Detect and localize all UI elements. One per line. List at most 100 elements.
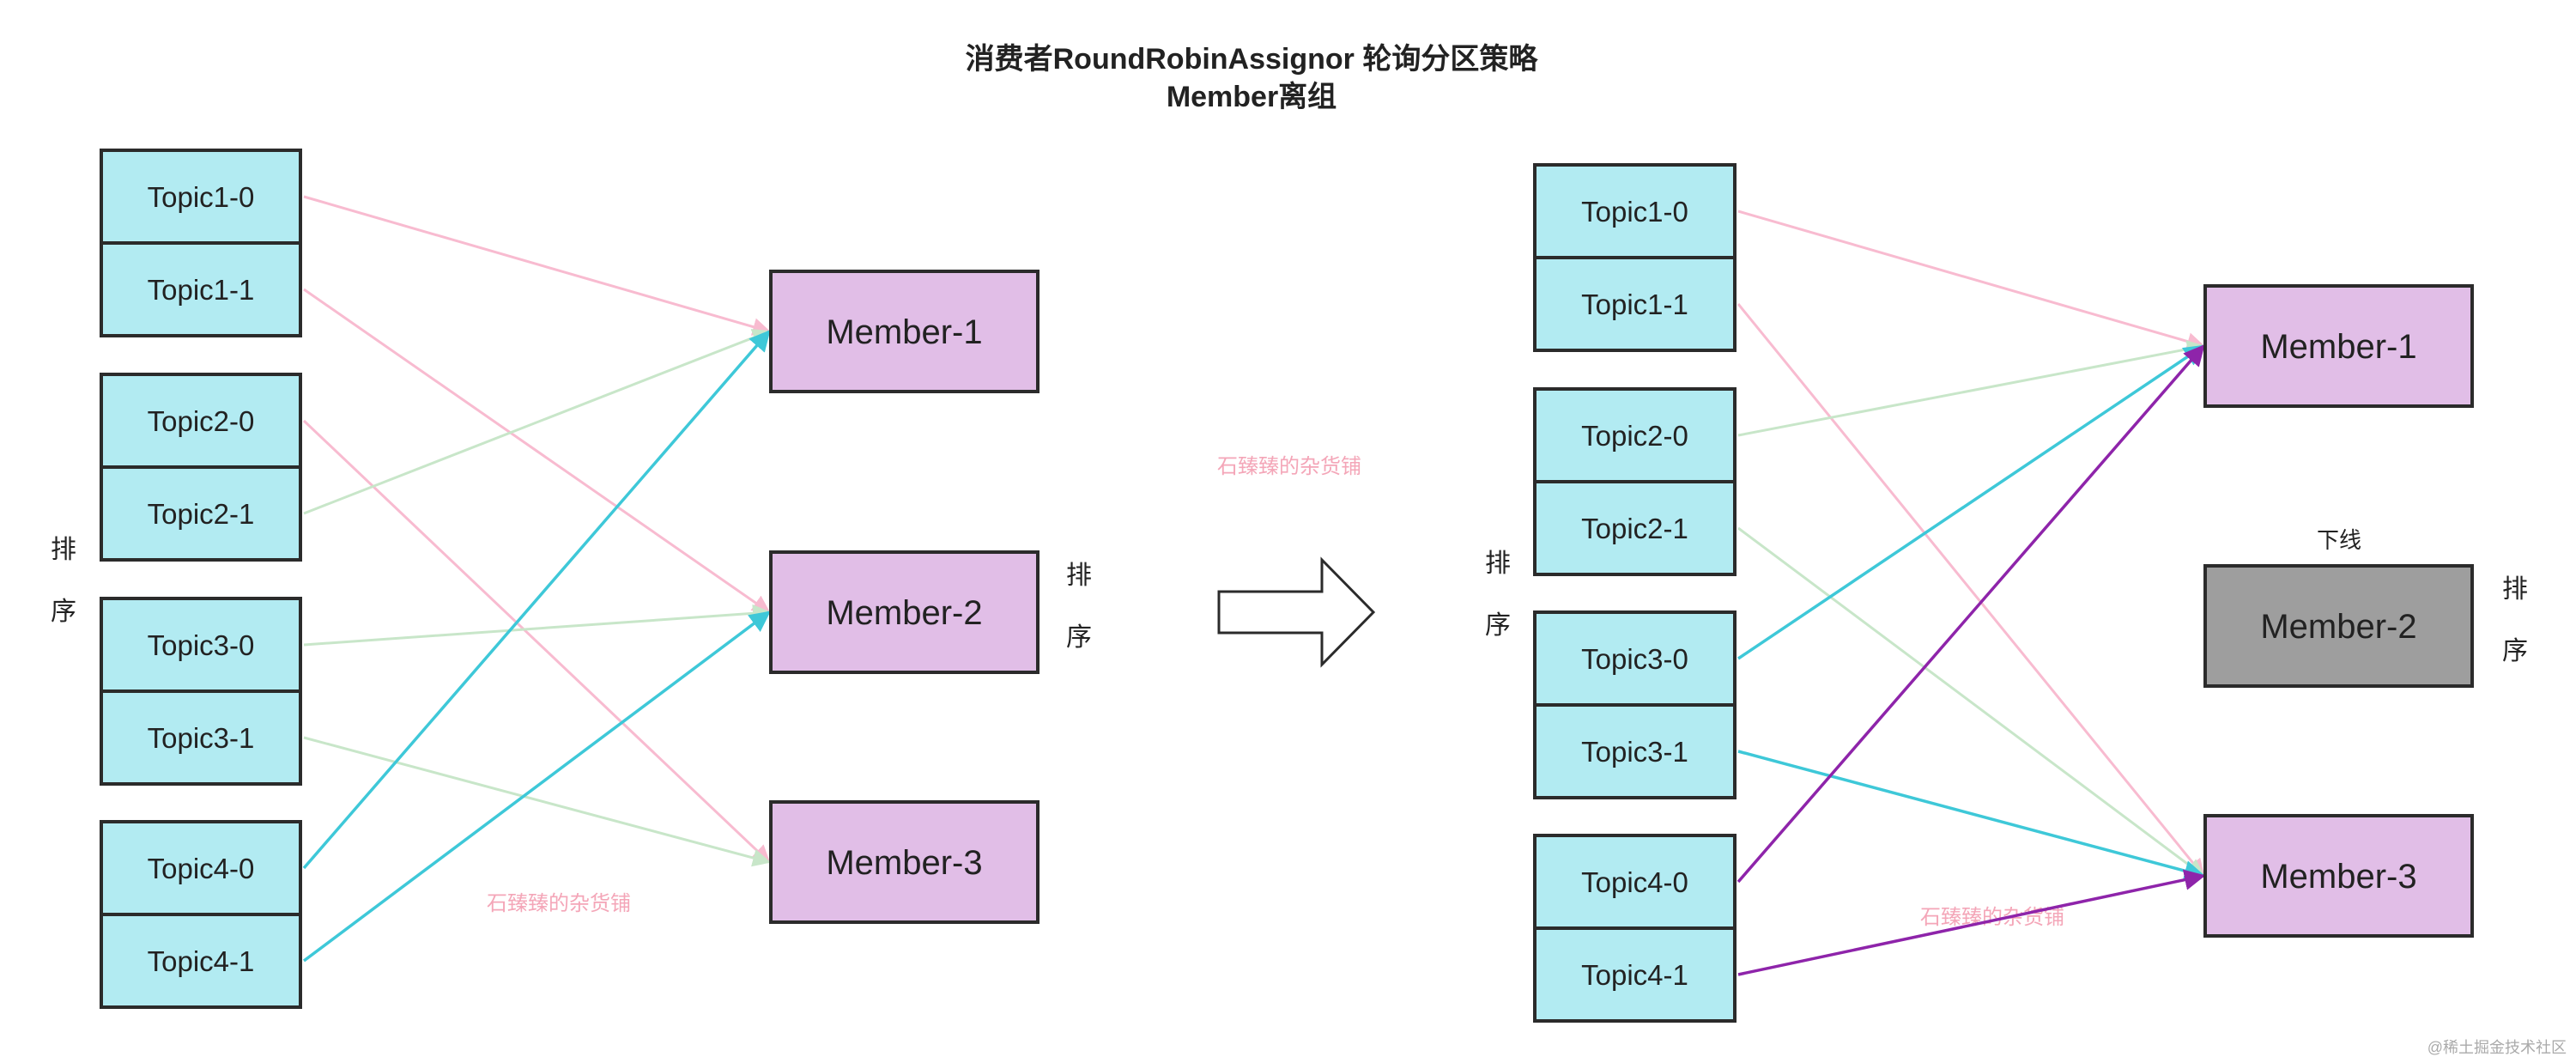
member-label: Member-1 <box>826 313 982 351</box>
left-assignment-line-topic3-1 <box>303 736 772 867</box>
topic-label: Topic3-1 <box>148 722 255 754</box>
member-box <box>769 800 1039 924</box>
diagram-title: 消费者RoundRobinAssignor 轮询分区策略 <box>966 43 1539 76</box>
topic-box <box>100 465 302 562</box>
right-assignment-lines <box>1737 210 2206 976</box>
topic-label: Topic1-0 <box>148 181 255 213</box>
left-topic-topic3-1: Topic3-1 <box>100 689 302 786</box>
left-member-member-2: Member-2 <box>769 550 1039 674</box>
left-member-member-3: Member-3 <box>769 800 1039 924</box>
topic-label: Topic4-1 <box>1581 959 1688 991</box>
topic-box <box>1533 387 1737 483</box>
right-sort-label-1: 排 <box>1485 550 1511 578</box>
right-topic-topic1-1: Topic1-1 <box>1533 256 1737 352</box>
left-assignment-lines <box>302 195 772 963</box>
right-topic-list: Topic1-0Topic1-1Topic2-0Topic2-1Topic3-0… <box>1533 163 1737 1023</box>
topic-label: Topic2-0 <box>148 405 255 437</box>
left-assignment-line-topic4-0 <box>302 330 771 870</box>
member-label: Member-1 <box>2260 328 2416 366</box>
topic-label: Topic4-0 <box>1581 866 1688 898</box>
offline-label: 下线 <box>2317 527 2361 553</box>
topic-label: Topic4-1 <box>148 945 255 977</box>
left-topic-topic2-1: Topic2-1 <box>100 465 302 562</box>
right-member-sort-label-2: 序 <box>2502 637 2528 665</box>
topic-label: Topic1-1 <box>148 274 255 306</box>
member-label: Member-2 <box>826 594 982 632</box>
left-topic-topic4-0: Topic4-0 <box>100 820 302 916</box>
right-assignment-line-topic4-1 <box>1737 869 2206 976</box>
diagram-subtitle: Member离组 <box>1167 80 1336 113</box>
topic-box <box>100 913 302 1009</box>
member-label: Member-2 <box>2260 608 2416 646</box>
left-assignment-line-topic4-1 <box>302 610 771 963</box>
right-topic-topic2-1: Topic2-1 <box>1533 480 1737 576</box>
left-topic-topic4-1: Topic4-1 <box>100 913 302 1009</box>
topic-box <box>100 373 302 469</box>
right-assignment-line-topic4-0 <box>1737 344 2205 884</box>
watermark-center: 石臻臻的杂货铺 <box>1217 455 1361 478</box>
watermark-corner: @稀土掘金技术社区 <box>2428 1039 2567 1056</box>
member-box <box>2203 284 2474 408</box>
member-box <box>769 270 1039 393</box>
left-sort-label-2: 序 <box>51 598 76 626</box>
topic-box <box>1533 163 1737 259</box>
watermark-left: 石臻臻的杂货铺 <box>487 892 631 915</box>
right-topic-topic2-0: Topic2-0 <box>1533 387 1737 483</box>
right-assignment-line-topic1-1 <box>1737 303 2205 878</box>
right-topic-topic3-0: Topic3-0 <box>1533 610 1737 707</box>
right-topic-topic4-0: Topic4-0 <box>1533 834 1737 930</box>
right-assignment-line-topic2-0 <box>1737 340 2206 437</box>
topic-label: Topic3-0 <box>148 629 255 661</box>
left-topic-topic3-0: Topic3-0 <box>100 597 302 693</box>
right-member-sort-label-1: 排 <box>2502 575 2528 604</box>
topic-box <box>1533 703 1737 799</box>
right-assignment-line-topic3-1 <box>1737 750 2206 882</box>
topic-box <box>100 820 302 916</box>
right-topic-topic4-1: Topic4-1 <box>1533 926 1737 1023</box>
topic-label: Topic2-0 <box>1581 420 1688 452</box>
member-label: Member-3 <box>826 844 982 882</box>
member-box <box>769 550 1039 674</box>
topic-box <box>1533 926 1737 1023</box>
topic-box <box>1533 256 1737 352</box>
left-assignment-line-topic1-0 <box>303 195 772 336</box>
topic-label: Topic2-1 <box>148 498 255 530</box>
topic-label: Topic3-1 <box>1581 736 1688 768</box>
left-assignment-line-topic1-1 <box>303 288 771 614</box>
member-box <box>2203 814 2474 938</box>
right-member-member-2: Member-2 <box>2203 564 2474 688</box>
left-member-sort-label-2: 序 <box>1066 623 1092 652</box>
right-assignment-line-topic2-1 <box>1737 526 2205 878</box>
right-sort-label-2: 序 <box>1485 611 1511 640</box>
topic-label: Topic3-0 <box>1581 643 1688 675</box>
left-topic-topic1-0: Topic1-0 <box>100 149 302 245</box>
left-topic-topic1-1: Topic1-1 <box>100 241 302 337</box>
right-assignment-line-topic1-0 <box>1737 210 2206 350</box>
left-member-sort-label-1: 排 <box>1066 562 1092 590</box>
member-box-offline <box>2203 564 2474 688</box>
left-topic-topic2-0: Topic2-0 <box>100 373 302 469</box>
topic-box <box>1533 834 1737 930</box>
topic-box <box>100 597 302 693</box>
left-assignment-line-topic2-1 <box>303 329 771 515</box>
topic-label: Topic1-0 <box>1581 196 1688 228</box>
member-label: Member-3 <box>2260 858 2416 896</box>
left-topic-list: Topic1-0Topic1-1Topic2-0Topic2-1Topic3-0… <box>100 149 302 1009</box>
topic-label: Topic1-1 <box>1581 289 1688 320</box>
transition-arrow-icon <box>1217 556 1376 668</box>
right-topic-topic3-1: Topic3-1 <box>1533 703 1737 799</box>
topic-box <box>100 241 302 337</box>
left-panel: Topic1-0Topic1-1Topic2-0Topic2-1Topic3-0… <box>51 149 1092 1009</box>
topic-label: Topic4-0 <box>148 853 255 884</box>
right-panel: Topic1-0Topic1-1Topic2-0Topic2-1Topic3-0… <box>1485 163 2528 1023</box>
topic-label: Topic2-1 <box>1581 513 1688 544</box>
right-topic-topic1-0: Topic1-0 <box>1533 163 1737 259</box>
right-assignment-line-topic3-0 <box>1737 344 2206 660</box>
topic-box <box>100 689 302 786</box>
right-member-member-1: Member-1 <box>2203 284 2474 408</box>
left-sort-label-1: 排 <box>51 536 76 564</box>
right-member-member-3: Member-3 <box>2203 814 2474 938</box>
